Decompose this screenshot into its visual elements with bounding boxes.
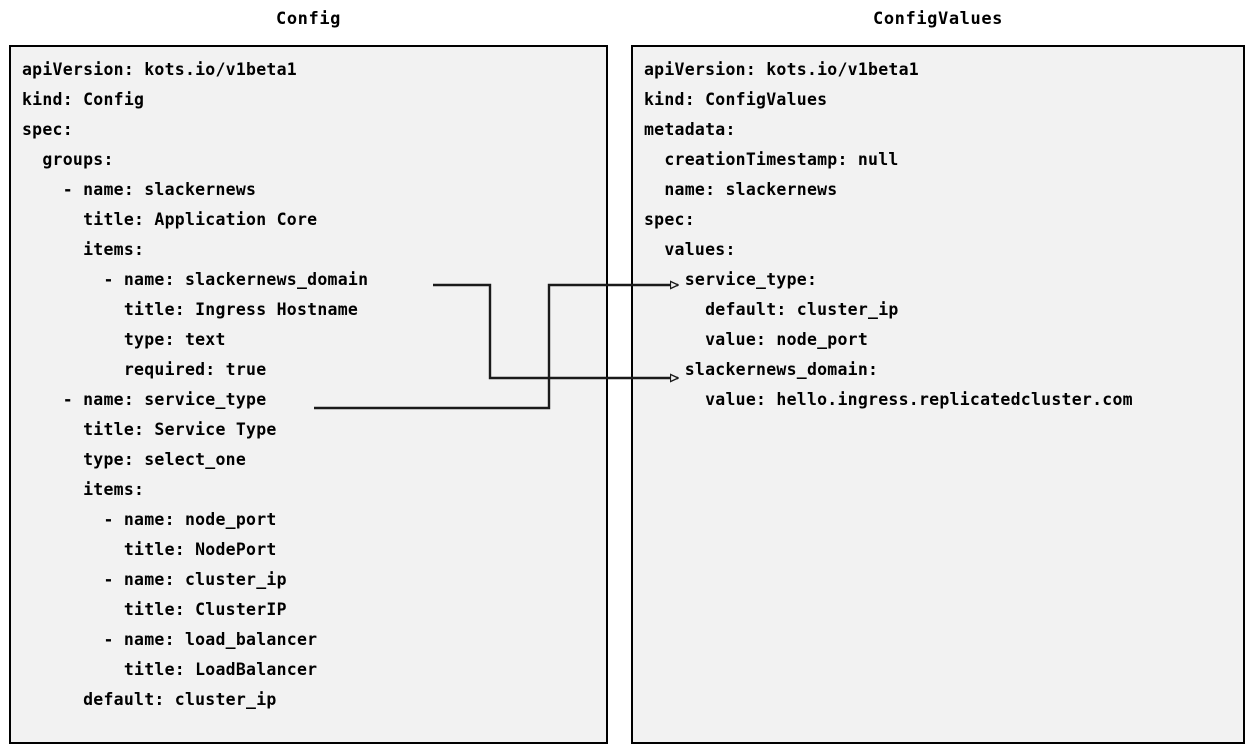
code-line: - name: load_balancer	[22, 630, 318, 649]
code-line: title: Service Type	[22, 420, 277, 439]
code-line: value: hello.ingress.replicatedcluster.c…	[644, 390, 1133, 409]
code-line: spec:	[644, 210, 695, 229]
code-line: - name: slackernews_domain	[22, 270, 369, 289]
code-line: title: Ingress Hostname	[22, 300, 359, 319]
code-line: title: ClusterIP	[22, 600, 287, 619]
code-line: name: slackernews	[644, 180, 838, 199]
code-line: spec:	[22, 120, 73, 139]
configvalues-panel: apiVersion: kots.io/v1beta1 kind: ConfigV…	[631, 45, 1245, 744]
code-line: required: true	[22, 360, 267, 379]
code-line: values:	[644, 240, 736, 259]
code-line: items:	[22, 480, 145, 499]
code-line: groups:	[22, 150, 114, 169]
right-panel-title: ConfigValues	[872, 9, 1004, 29]
code-line: default: cluster_ip	[644, 300, 899, 319]
code-line: - name: cluster_ip	[22, 570, 287, 589]
config-yaml-code: apiVersion: kots.io/v1beta1 kind: Config s…	[22, 55, 368, 715]
configvalues-yaml-code: apiVersion: kots.io/v1beta1 kind: ConfigV…	[644, 55, 1133, 415]
code-line: - name: slackernews	[22, 180, 257, 199]
code-line: kind: ConfigValues	[644, 90, 828, 109]
code-line: kind: Config	[22, 90, 145, 109]
left-panel-title: Config	[275, 9, 341, 29]
code-line: title: Application Core	[22, 210, 318, 229]
code-line: title: LoadBalancer	[22, 660, 318, 679]
code-line: value: node_port	[644, 330, 869, 349]
code-line: creationTimestamp: null	[644, 150, 899, 169]
code-line: apiVersion: kots.io/v1beta1	[644, 60, 919, 79]
code-line: apiVersion: kots.io/v1beta1	[22, 60, 297, 79]
code-line: title: NodePort	[22, 540, 277, 559]
code-line: slackernews_domain:	[644, 360, 879, 379]
code-line: metadata:	[644, 120, 736, 139]
code-line: default: cluster_ip	[22, 690, 277, 709]
code-line: type: text	[22, 330, 226, 349]
config-panel: apiVersion: kots.io/v1beta1 kind: Config s…	[9, 45, 608, 744]
code-line: type: select_one	[22, 450, 247, 469]
code-line: service_type:	[644, 270, 818, 289]
code-line: - name: service_type	[22, 390, 267, 409]
code-line: - name: node_port	[22, 510, 277, 529]
code-line: items:	[22, 240, 145, 259]
